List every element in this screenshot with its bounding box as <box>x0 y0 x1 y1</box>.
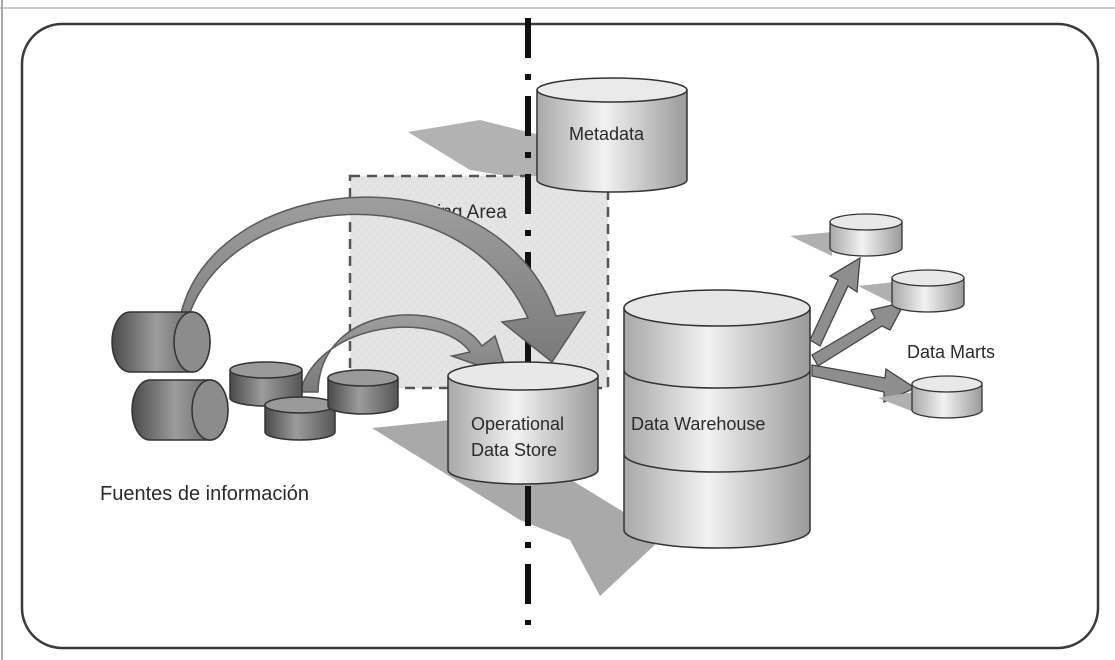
mart-3-shadow <box>878 392 914 412</box>
data-marts-label: Data Marts <box>907 342 995 362</box>
sources-label: Fuentes de información <box>100 483 309 505</box>
source-cylinder-small-3 <box>327 369 399 415</box>
data-mart-cylinder-2 <box>891 269 965 313</box>
data-mart-cylinder-1 <box>829 213 903 257</box>
source-cylinder-large-bottom <box>131 379 229 441</box>
ods-cylinder <box>447 361 599 485</box>
source-cylinder-small-1 <box>229 361 303 407</box>
source-cylinder-large-top <box>111 311 211 373</box>
mart-2-shadow <box>858 282 894 304</box>
sources-to-ods-big-arrow <box>179 196 587 364</box>
data-warehouse-cylinder <box>623 289 811 549</box>
metadata-shadow <box>408 120 568 186</box>
ods-label-line1: Operational <box>471 414 564 434</box>
arrow-to-mart-1 <box>809 256 861 347</box>
data-warehouse-label: Data Warehouse <box>631 414 765 434</box>
source-cylinder-small-2 <box>264 396 336 441</box>
metadata-cylinder <box>536 77 688 193</box>
metadata-label: Metadata <box>569 124 645 144</box>
data-mart-cylinder-3 <box>911 375 983 419</box>
sources-to-ods-small-arrow <box>299 314 510 393</box>
arrow-to-mart-2 <box>811 301 907 367</box>
warehouse-to-marts-arrows <box>809 256 917 404</box>
mart-1-shadow <box>790 232 832 256</box>
ods-label-line2: Data Store <box>471 440 557 460</box>
